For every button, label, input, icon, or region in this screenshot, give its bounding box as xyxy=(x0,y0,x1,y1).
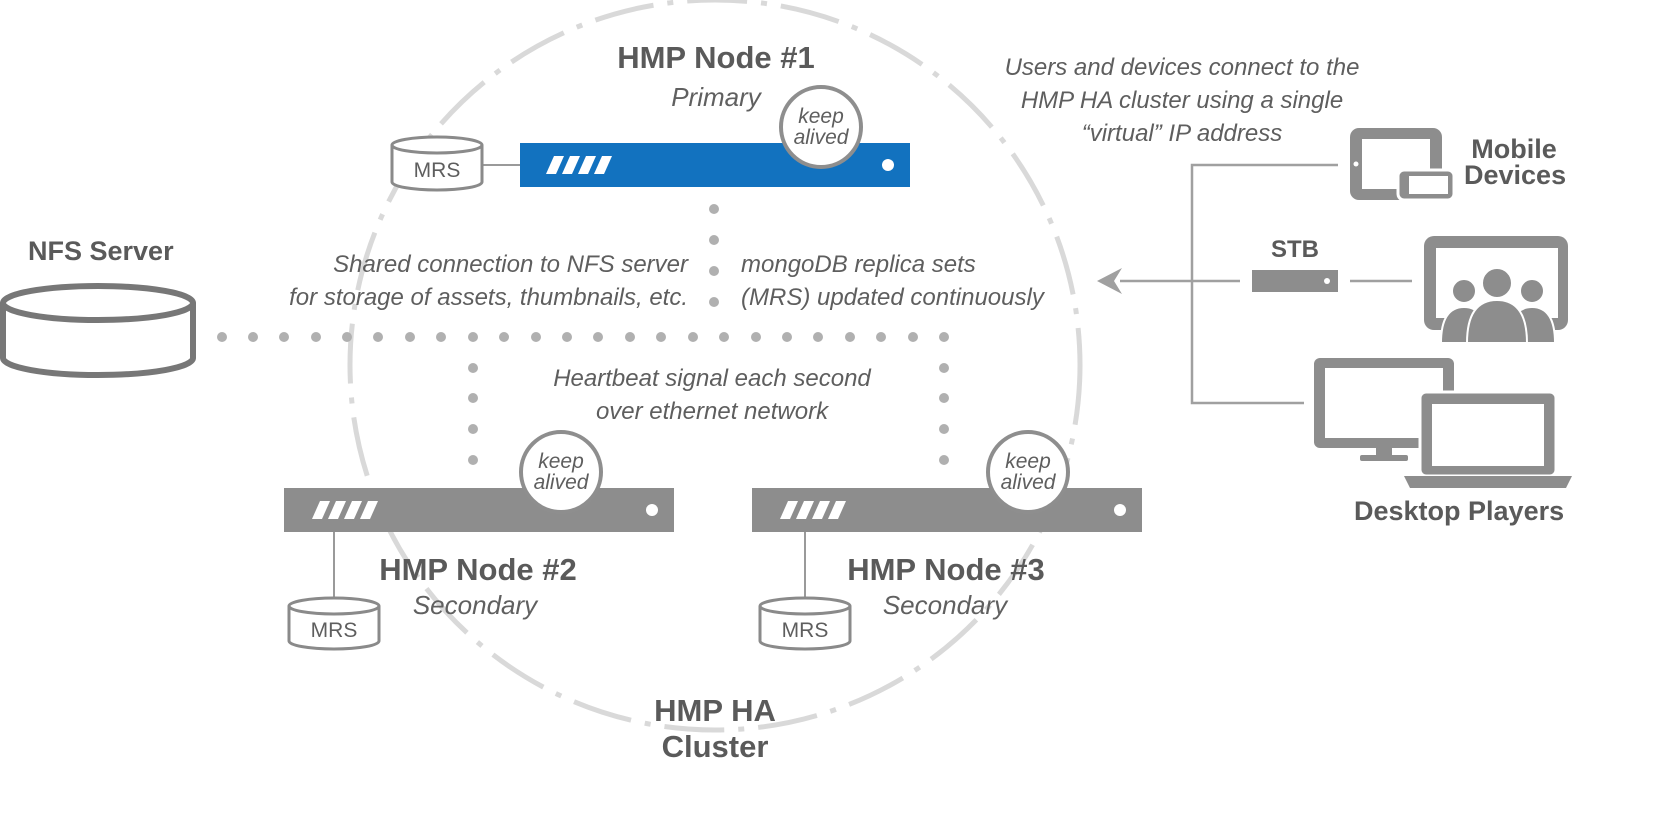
stb-icon xyxy=(1252,270,1338,292)
node1-title: HMP Node #1 xyxy=(617,40,815,75)
shared-connection-note: Shared connection to NFS server for stor… xyxy=(289,251,688,311)
arrow-left-icon xyxy=(1097,268,1122,294)
nfs-shared-connection xyxy=(217,332,949,342)
node1-vertical-link xyxy=(709,204,719,307)
node2-keepalive-badge xyxy=(519,430,603,514)
people-icon xyxy=(1439,267,1557,344)
node3-role: Secondary xyxy=(882,590,1008,620)
node1-mrs-label: MRS xyxy=(413,159,461,182)
node1-role: Primary xyxy=(671,82,761,112)
node3-vertical-link xyxy=(939,363,949,465)
stb-label: STB xyxy=(1271,236,1319,263)
node2-vertical-link xyxy=(468,363,478,465)
nfs-server-icon xyxy=(0,283,196,378)
cluster-boundary-ring xyxy=(347,0,1083,733)
node3-title: HMP Node #3 xyxy=(847,552,1045,587)
device-connection-lines xyxy=(1120,163,1412,405)
node3-mrs-label: MRS xyxy=(781,619,829,642)
node2-mrs-label: MRS xyxy=(310,619,358,642)
node2-role: Secondary xyxy=(412,590,538,620)
desktop-players-label: Desktop Players xyxy=(1354,496,1565,526)
node2-mrs-database-icon xyxy=(287,596,381,651)
laptop-icon xyxy=(1404,390,1572,488)
node3-server-icon xyxy=(752,488,1142,532)
node2-server-icon xyxy=(284,488,674,532)
node1-keepalive-badge xyxy=(779,85,863,169)
node3-mrs-database-icon xyxy=(758,596,852,651)
node2-title: HMP Node #2 xyxy=(379,552,577,587)
nfs-server-title: NFS Server xyxy=(28,236,174,266)
node3-keepalive-badge xyxy=(986,430,1070,514)
virtual-ip-note: Users and devices connect to the HMP HA … xyxy=(1004,54,1360,147)
node1-mrs-database-icon xyxy=(390,135,484,192)
phone-icon xyxy=(1396,168,1456,202)
mongodb-replica-note: mongoDB replica sets (MRS) updated conti… xyxy=(741,251,1044,311)
heartbeat-note: Heartbeat signal each second over ethern… xyxy=(553,365,871,425)
